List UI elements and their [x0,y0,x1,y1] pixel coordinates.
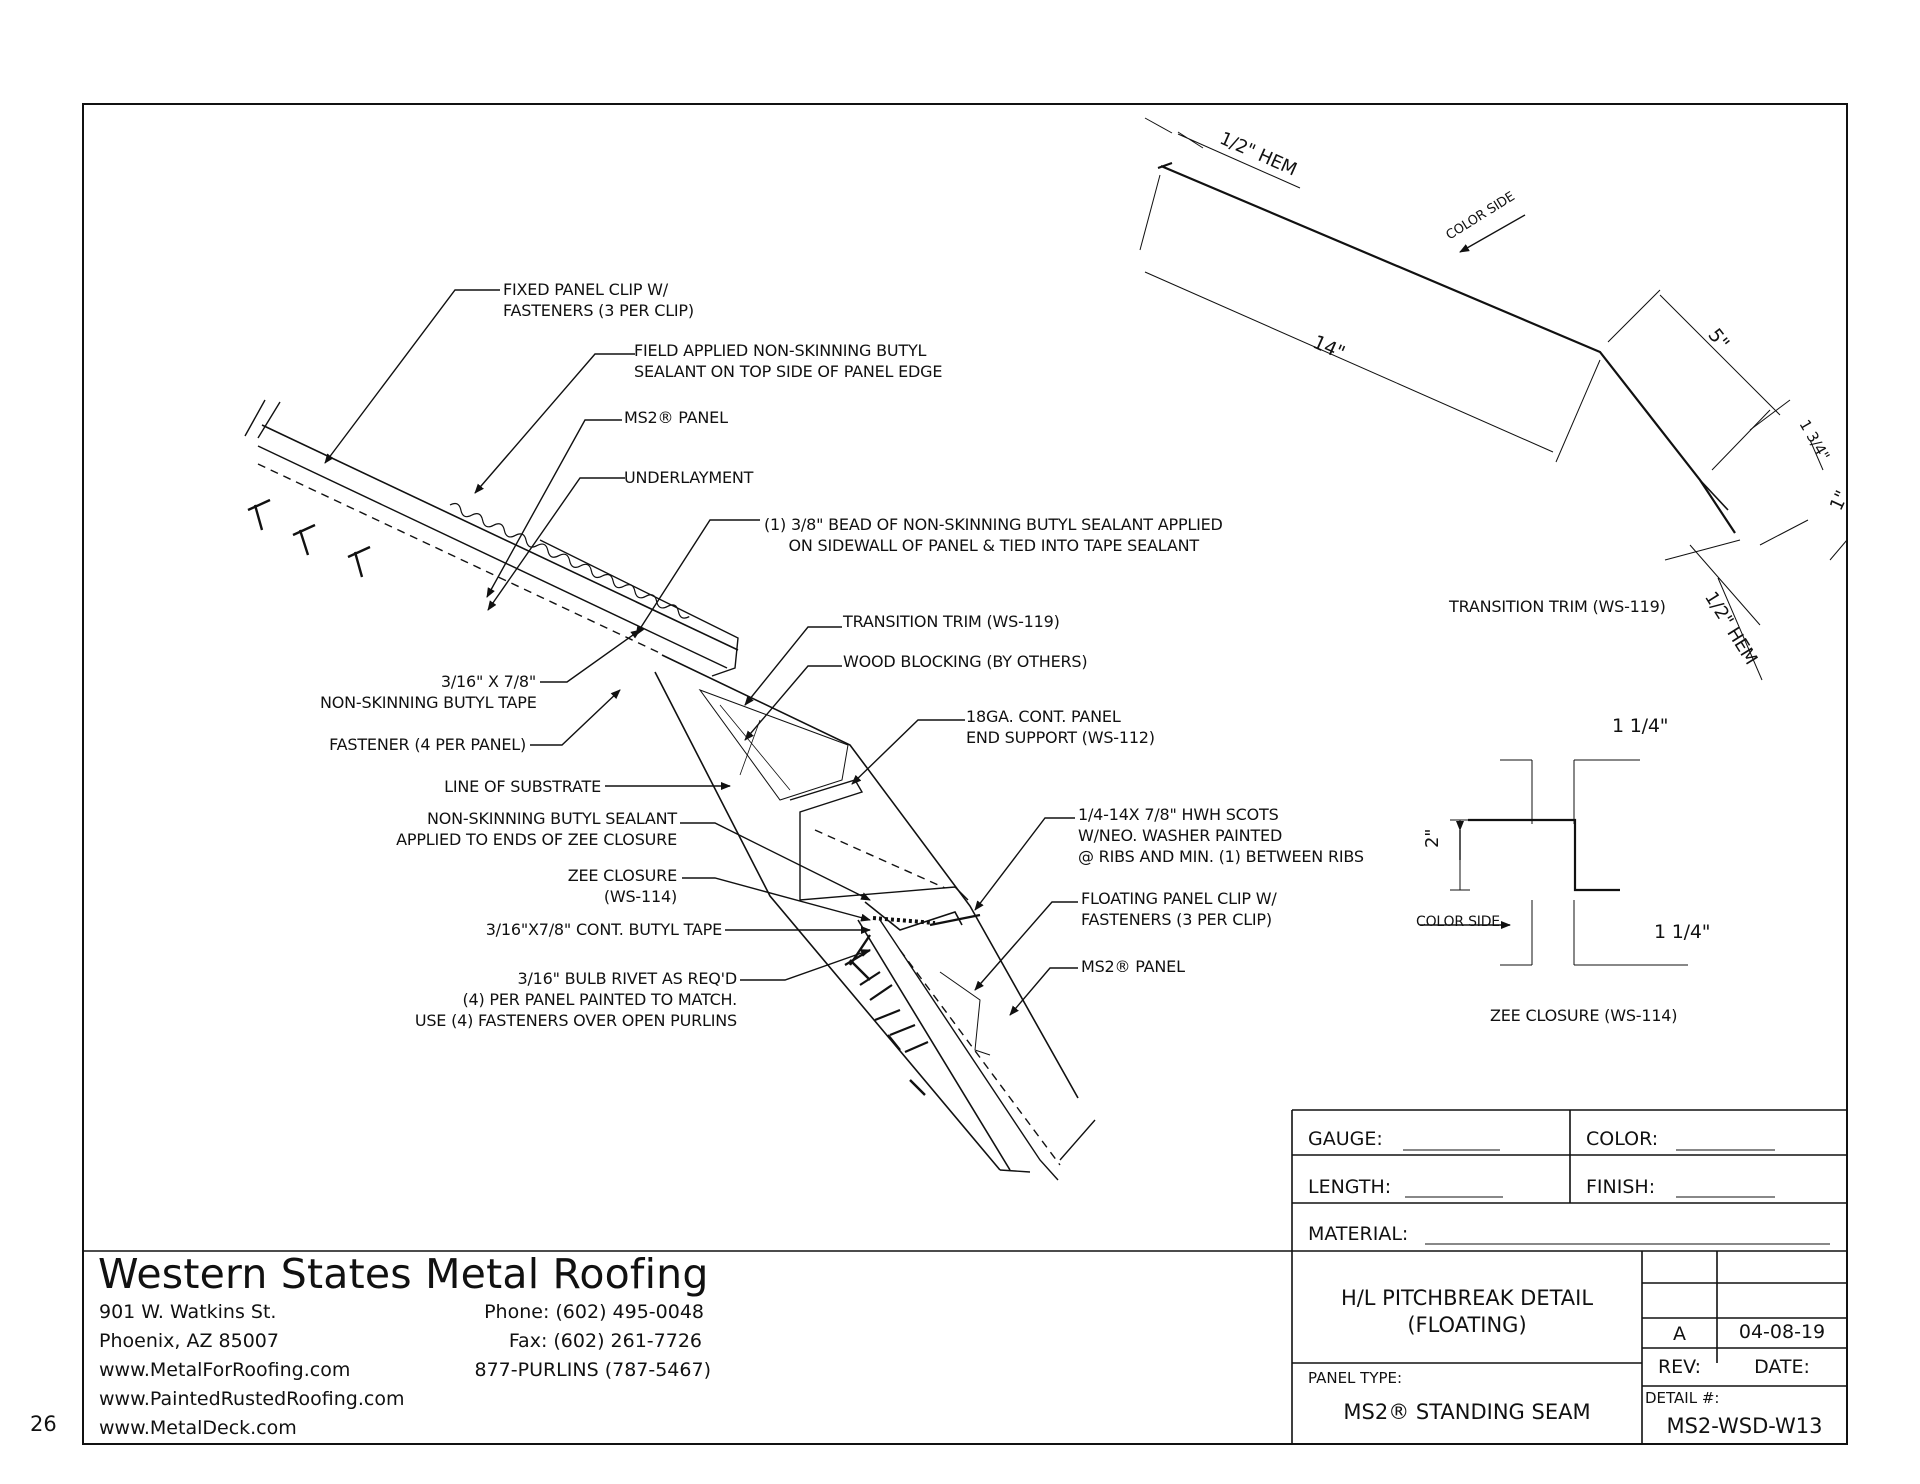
website-link-3[interactable]: www.MetalDeck.com [99,1417,297,1439]
rev-label: REV: [1657,1356,1702,1378]
note-transition-trim: TRANSITION TRIM (WS-119) [843,612,1060,631]
company-toll-free: 877-PURLINS (787-5467) [474,1359,712,1381]
note-field-sealant: FIELD APPLIED NON-SKINNING BUTYL SEALANT… [634,341,943,381]
detail-number-label: DETAIL #: [1645,1389,1720,1407]
note-ms2-panel-top: MS2® PANEL [624,408,728,427]
company-name: Western States Metal Roofing [98,1250,709,1298]
company-fax: Fax: (602) 261-7726 [508,1330,702,1352]
rev-value: A [1673,1323,1686,1345]
note-floating-clip: FLOATING PANEL CLIP W/ FASTENERS (3 PER … [1081,889,1277,929]
color-label: COLOR: [1586,1128,1659,1150]
panel-type-label: PANEL TYPE: [1308,1369,1403,1387]
company-street: 901 W. Watkins St. [99,1301,277,1323]
length-label: LENGTH: [1308,1176,1392,1198]
gauge-label: GAUGE: [1308,1128,1383,1150]
date-value: 04-08-19 [1738,1321,1826,1343]
finish-label: FINISH: [1586,1176,1656,1198]
note-fastener: FASTENER (4 PER PANEL) [329,735,526,754]
note-wood-blocking: WOOD BLOCKING (BY OTHERS) [843,652,1088,671]
note-zee-closure: ZEE CLOSURE (WS-114) [567,866,677,906]
note-ms2-panel-bottom: MS2® PANEL [1081,957,1185,976]
note-bead: (1) 3/8" BEAD OF NON-SKINNING BUTYL SEAL… [764,515,1223,555]
trim-caption: TRANSITION TRIM (WS-119) [1449,597,1666,616]
sheet-border [82,103,1848,1445]
note-underlayment: UNDERLAYMENT [624,468,754,487]
zee-color-side: COLOR SIDE [1416,914,1500,930]
note-cont-butyl: 3/16"X7/8" CONT. BUTYL TAPE [485,920,722,939]
detail-number: MS2-WSD-W13 [1666,1414,1823,1438]
website-link-1[interactable]: www.MetalForRoofing.com [99,1359,351,1381]
zee-dim-bottom: 1 1/4" [1654,921,1711,943]
note-sealant-zee: NON-SKINNING BUTYL SEALANT APPLIED TO EN… [396,809,677,849]
detail-title: H/L PITCHBREAK DETAIL (FLOATING) [1340,1286,1594,1337]
zee-dim-2: 2" [1422,828,1443,848]
website-link-2[interactable]: www.PaintedRustedRoofing.com [99,1388,405,1410]
note-line-of-substrate: LINE OF SUBSTRATE [444,777,601,796]
company-phone: Phone: (602) 495-0048 [484,1301,704,1323]
zee-dim-top: 1 1/4" [1612,715,1669,737]
page-number: 26 [30,1412,57,1436]
note-end-support: 18GA. CONT. PANEL END SUPPORT (WS-112) [966,707,1155,747]
date-label: DATE: [1754,1356,1810,1378]
note-butyl-tape-left: 3/16" X 7/8" NON-SKINNING BUTYL TAPE [320,672,537,712]
note-rivet: 3/16" BULB RIVET AS REQ'D (4) PER PANEL … [414,969,737,1030]
zee-caption: ZEE CLOSURE (WS-114) [1490,1006,1678,1025]
panel-type-value: MS2® STANDING SEAM [1343,1400,1591,1424]
note-fixed-clip: FIXED PANEL CLIP W/ FASTENERS (3 PER CLI… [503,280,694,320]
company-city: Phoenix, AZ 85007 [99,1330,279,1352]
material-label: MATERIAL: [1308,1223,1409,1245]
note-screws: 1/4-14X 7/8" HWH SCOTS W/NEO. WASHER PAI… [1078,805,1364,866]
